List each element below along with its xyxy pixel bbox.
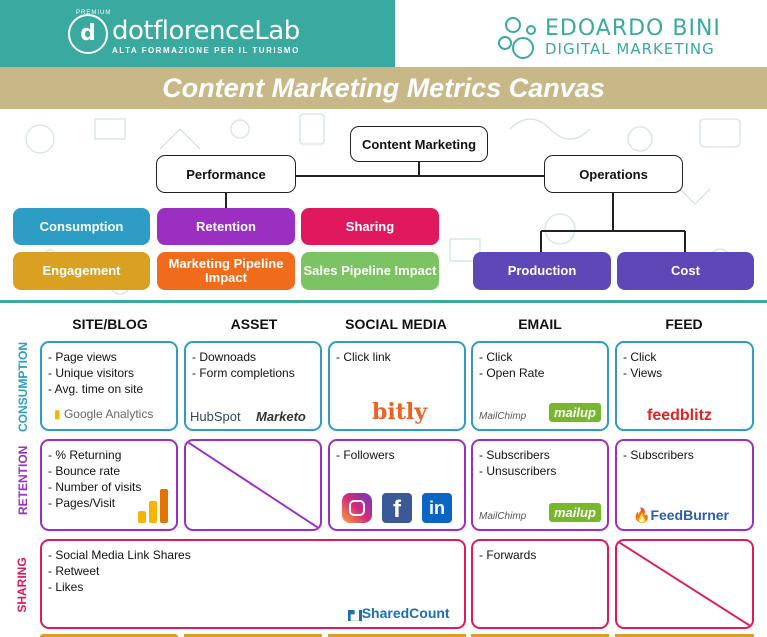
performance-node: Performance bbox=[156, 155, 296, 193]
metric-item: - Number of visits bbox=[48, 480, 142, 494]
metric-item: - Pages/Visit bbox=[48, 496, 116, 510]
metric-item: - Subscribers bbox=[623, 448, 694, 462]
marketing-pipeline-pill: Marketing Pipeline Impact bbox=[157, 252, 295, 290]
author-subtitle: DIGITAL MARKETING bbox=[545, 40, 715, 58]
cell-consumption-site: - Page views - Unique visitors - Avg. time… bbox=[40, 341, 178, 431]
instagram-icon bbox=[342, 493, 372, 523]
next-row-peek bbox=[615, 634, 754, 637]
logo-tagline: ALTA FORMAZIONE PER IL TURISMO bbox=[112, 46, 300, 55]
mailchimp-logo: MailChimp bbox=[479, 411, 527, 422]
metric-item: - Unsuscribers bbox=[479, 464, 557, 478]
feedburner-logo: 🔥FeedBurner bbox=[633, 507, 730, 523]
mailchimp-logo: MailChimp bbox=[479, 511, 527, 522]
metric-item: - Retweet bbox=[48, 564, 100, 578]
next-row-peek bbox=[184, 634, 322, 637]
metric-item: - Views bbox=[623, 366, 663, 380]
metric-item: - Subscribers bbox=[479, 448, 550, 462]
cell-consumption-email: - Click - Open Rate MailChimp mailup bbox=[471, 341, 609, 431]
metric-item: - Unique visitors bbox=[48, 366, 135, 380]
next-row-peek bbox=[40, 634, 178, 637]
feedblitz-logo: feedblitz bbox=[647, 407, 712, 424]
cost-pill: Cost bbox=[617, 252, 754, 290]
mailup-logo: mailup bbox=[549, 403, 601, 422]
cell-retention-email: - Subscribers - Unsuscribers MailChimp ma… bbox=[471, 439, 609, 531]
retention-pill: Retention bbox=[157, 208, 295, 245]
cell-sharing-email: - Forwards bbox=[471, 539, 609, 629]
column-header-site: SITE/BLOG bbox=[72, 316, 148, 332]
metric-item: - Open Rate bbox=[479, 366, 545, 380]
cell-retention-social: - Followers f in bbox=[328, 439, 466, 531]
sales-pipeline-pill: Sales Pipeline Impact bbox=[301, 252, 439, 290]
cell-consumption-asset: - Downoads - Form completions HubSpot Mar… bbox=[184, 341, 322, 431]
column-header-feed: FEED bbox=[665, 316, 703, 332]
row-label-consumption: CONSUMPTION bbox=[16, 342, 30, 432]
cell-consumption-social: - Click link bitly bbox=[328, 341, 466, 431]
analytics-bars-icon bbox=[138, 489, 168, 523]
metric-item: - Bounce rate bbox=[48, 464, 121, 478]
cell-consumption-feed: - Click - Views feedblitz bbox=[615, 341, 754, 431]
bubbles-logo-icon bbox=[498, 17, 536, 59]
logo-premium-text: PREMIUM bbox=[76, 10, 112, 16]
content-marketing-node: Content Marketing bbox=[350, 126, 488, 162]
title-bar bbox=[0, 67, 767, 109]
cell-retention-feed: - Subscribers 🔥FeedBurner bbox=[615, 439, 754, 531]
metric-item: - Social Media Link Shares bbox=[48, 548, 191, 562]
section-divider bbox=[0, 300, 767, 303]
cell-sharing-site-social: - Social Media Link Shares - Retweet - Lik… bbox=[40, 539, 466, 629]
metric-item: - Click bbox=[623, 350, 657, 364]
production-pill: Production bbox=[473, 252, 611, 290]
empty-cell-slash bbox=[186, 441, 320, 529]
metric-item: - Click link bbox=[336, 350, 391, 364]
metric-item: - Likes bbox=[48, 580, 84, 594]
next-row-peek bbox=[471, 634, 609, 637]
tree-connectors bbox=[225, 161, 686, 252]
hubspot-logo: HubSpot bbox=[190, 409, 241, 424]
metric-item: - Forwards bbox=[479, 548, 537, 562]
metric-item: - % Returning bbox=[48, 448, 122, 462]
marketo-logo: Marketo bbox=[256, 409, 306, 424]
metric-item: - Click bbox=[479, 350, 513, 364]
cell-retention-asset-empty bbox=[184, 439, 322, 531]
operations-node: Operations bbox=[544, 155, 683, 193]
consumption-pill: Consumption bbox=[13, 208, 150, 245]
bitly-logo: bitly bbox=[372, 399, 428, 425]
dotflorence-logo-icon: d bbox=[68, 14, 108, 54]
column-header-social: SOCIAL MEDIA bbox=[345, 316, 447, 332]
logo-name: dotflorenceLab bbox=[112, 16, 300, 46]
facebook-icon: f bbox=[382, 493, 412, 523]
sharing-pill: Sharing bbox=[301, 208, 439, 245]
header-right-panel bbox=[395, 0, 767, 67]
column-header-asset: ASSET bbox=[230, 316, 278, 332]
sharedcount-logo: ▟SharedCount bbox=[348, 605, 450, 621]
cell-sharing-feed-empty bbox=[615, 539, 754, 629]
metric-item: - Downoads bbox=[192, 350, 257, 364]
metric-item: - Page views bbox=[48, 350, 117, 364]
row-label-sharing: SHARING bbox=[15, 557, 29, 613]
row-label-retention: RETENTION bbox=[16, 445, 30, 515]
empty-cell-slash bbox=[617, 541, 752, 627]
google-analytics-logo: ▮ Google Analytics bbox=[54, 407, 154, 421]
metric-item: - Form completions bbox=[192, 366, 295, 380]
author-name: EDOARDO BINI bbox=[545, 16, 721, 41]
column-header-email: EMAIL bbox=[518, 316, 562, 332]
metric-item: - Followers bbox=[336, 448, 395, 462]
metric-item: - Avg. time on site bbox=[48, 382, 144, 396]
linkedin-icon: in bbox=[422, 493, 452, 523]
page-title: Content Marketing Metrics Canvas bbox=[162, 73, 605, 103]
cell-retention-site: - % Returning - Bounce rate - Number of vi… bbox=[40, 439, 178, 531]
mailup-logo: mailup bbox=[549, 503, 601, 522]
next-row-peek bbox=[328, 634, 466, 637]
engagement-pill: Engagement bbox=[13, 252, 150, 290]
